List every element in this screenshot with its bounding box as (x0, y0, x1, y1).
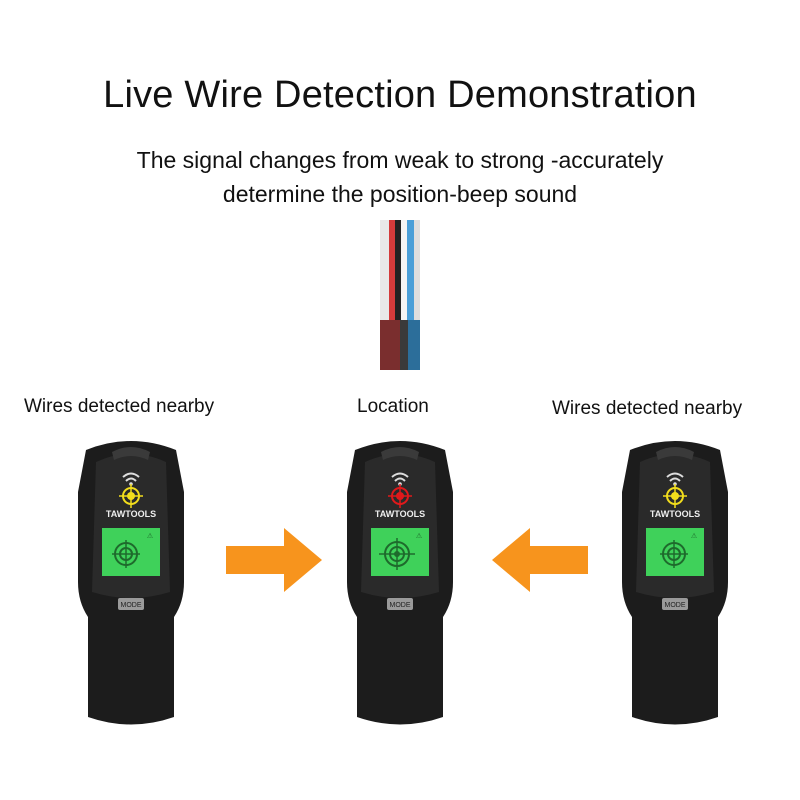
lcd-screen (646, 528, 704, 576)
svg-text:MODE: MODE (121, 602, 142, 609)
label-left: Wires detected nearby (24, 396, 215, 417)
mode-button[interactable] (118, 598, 144, 610)
detector-device-center: TAWTOOLS ⚠ MODE (347, 441, 453, 725)
detector-device-left: TAWTOOLS ⚠ MODE (78, 441, 184, 725)
label-center: Location (357, 396, 429, 417)
svg-text:⚠: ⚠ (691, 532, 697, 540)
page-title: Live Wire Detection Demonstration (103, 74, 697, 116)
target-icon (119, 484, 143, 508)
detector-device-right: TAWTOOLS ⚠ MODE (622, 441, 728, 725)
subtitle-line-1: The signal changes from weak to strong -… (136, 147, 664, 173)
mode-button[interactable] (662, 598, 688, 610)
svg-text:⚠: ⚠ (147, 532, 153, 540)
wire-bundle-image (380, 220, 420, 370)
brand-logo: TAWTOOLS (106, 509, 156, 519)
target-icon (663, 484, 687, 508)
svg-text:MODE: MODE (665, 602, 686, 609)
label-right: Wires detected nearby (552, 398, 743, 419)
subtitle-line-2: determine the position-beep sound (222, 181, 578, 207)
page-subtitle: The signal changes from weak to strong -… (0, 143, 800, 211)
svg-text:⚠: ⚠ (416, 532, 422, 540)
arrow-left-icon (492, 528, 588, 592)
brand-logo: TAWTOOLS (375, 509, 425, 519)
mode-button[interactable] (387, 598, 413, 610)
arrow-right-icon (226, 528, 322, 592)
target-icon (388, 484, 412, 508)
wifi-icon (391, 472, 409, 486)
brand-logo: TAWTOOLS (650, 509, 700, 519)
lcd-screen (371, 528, 429, 576)
svg-text:MODE: MODE (390, 602, 411, 609)
wifi-icon (666, 472, 684, 486)
